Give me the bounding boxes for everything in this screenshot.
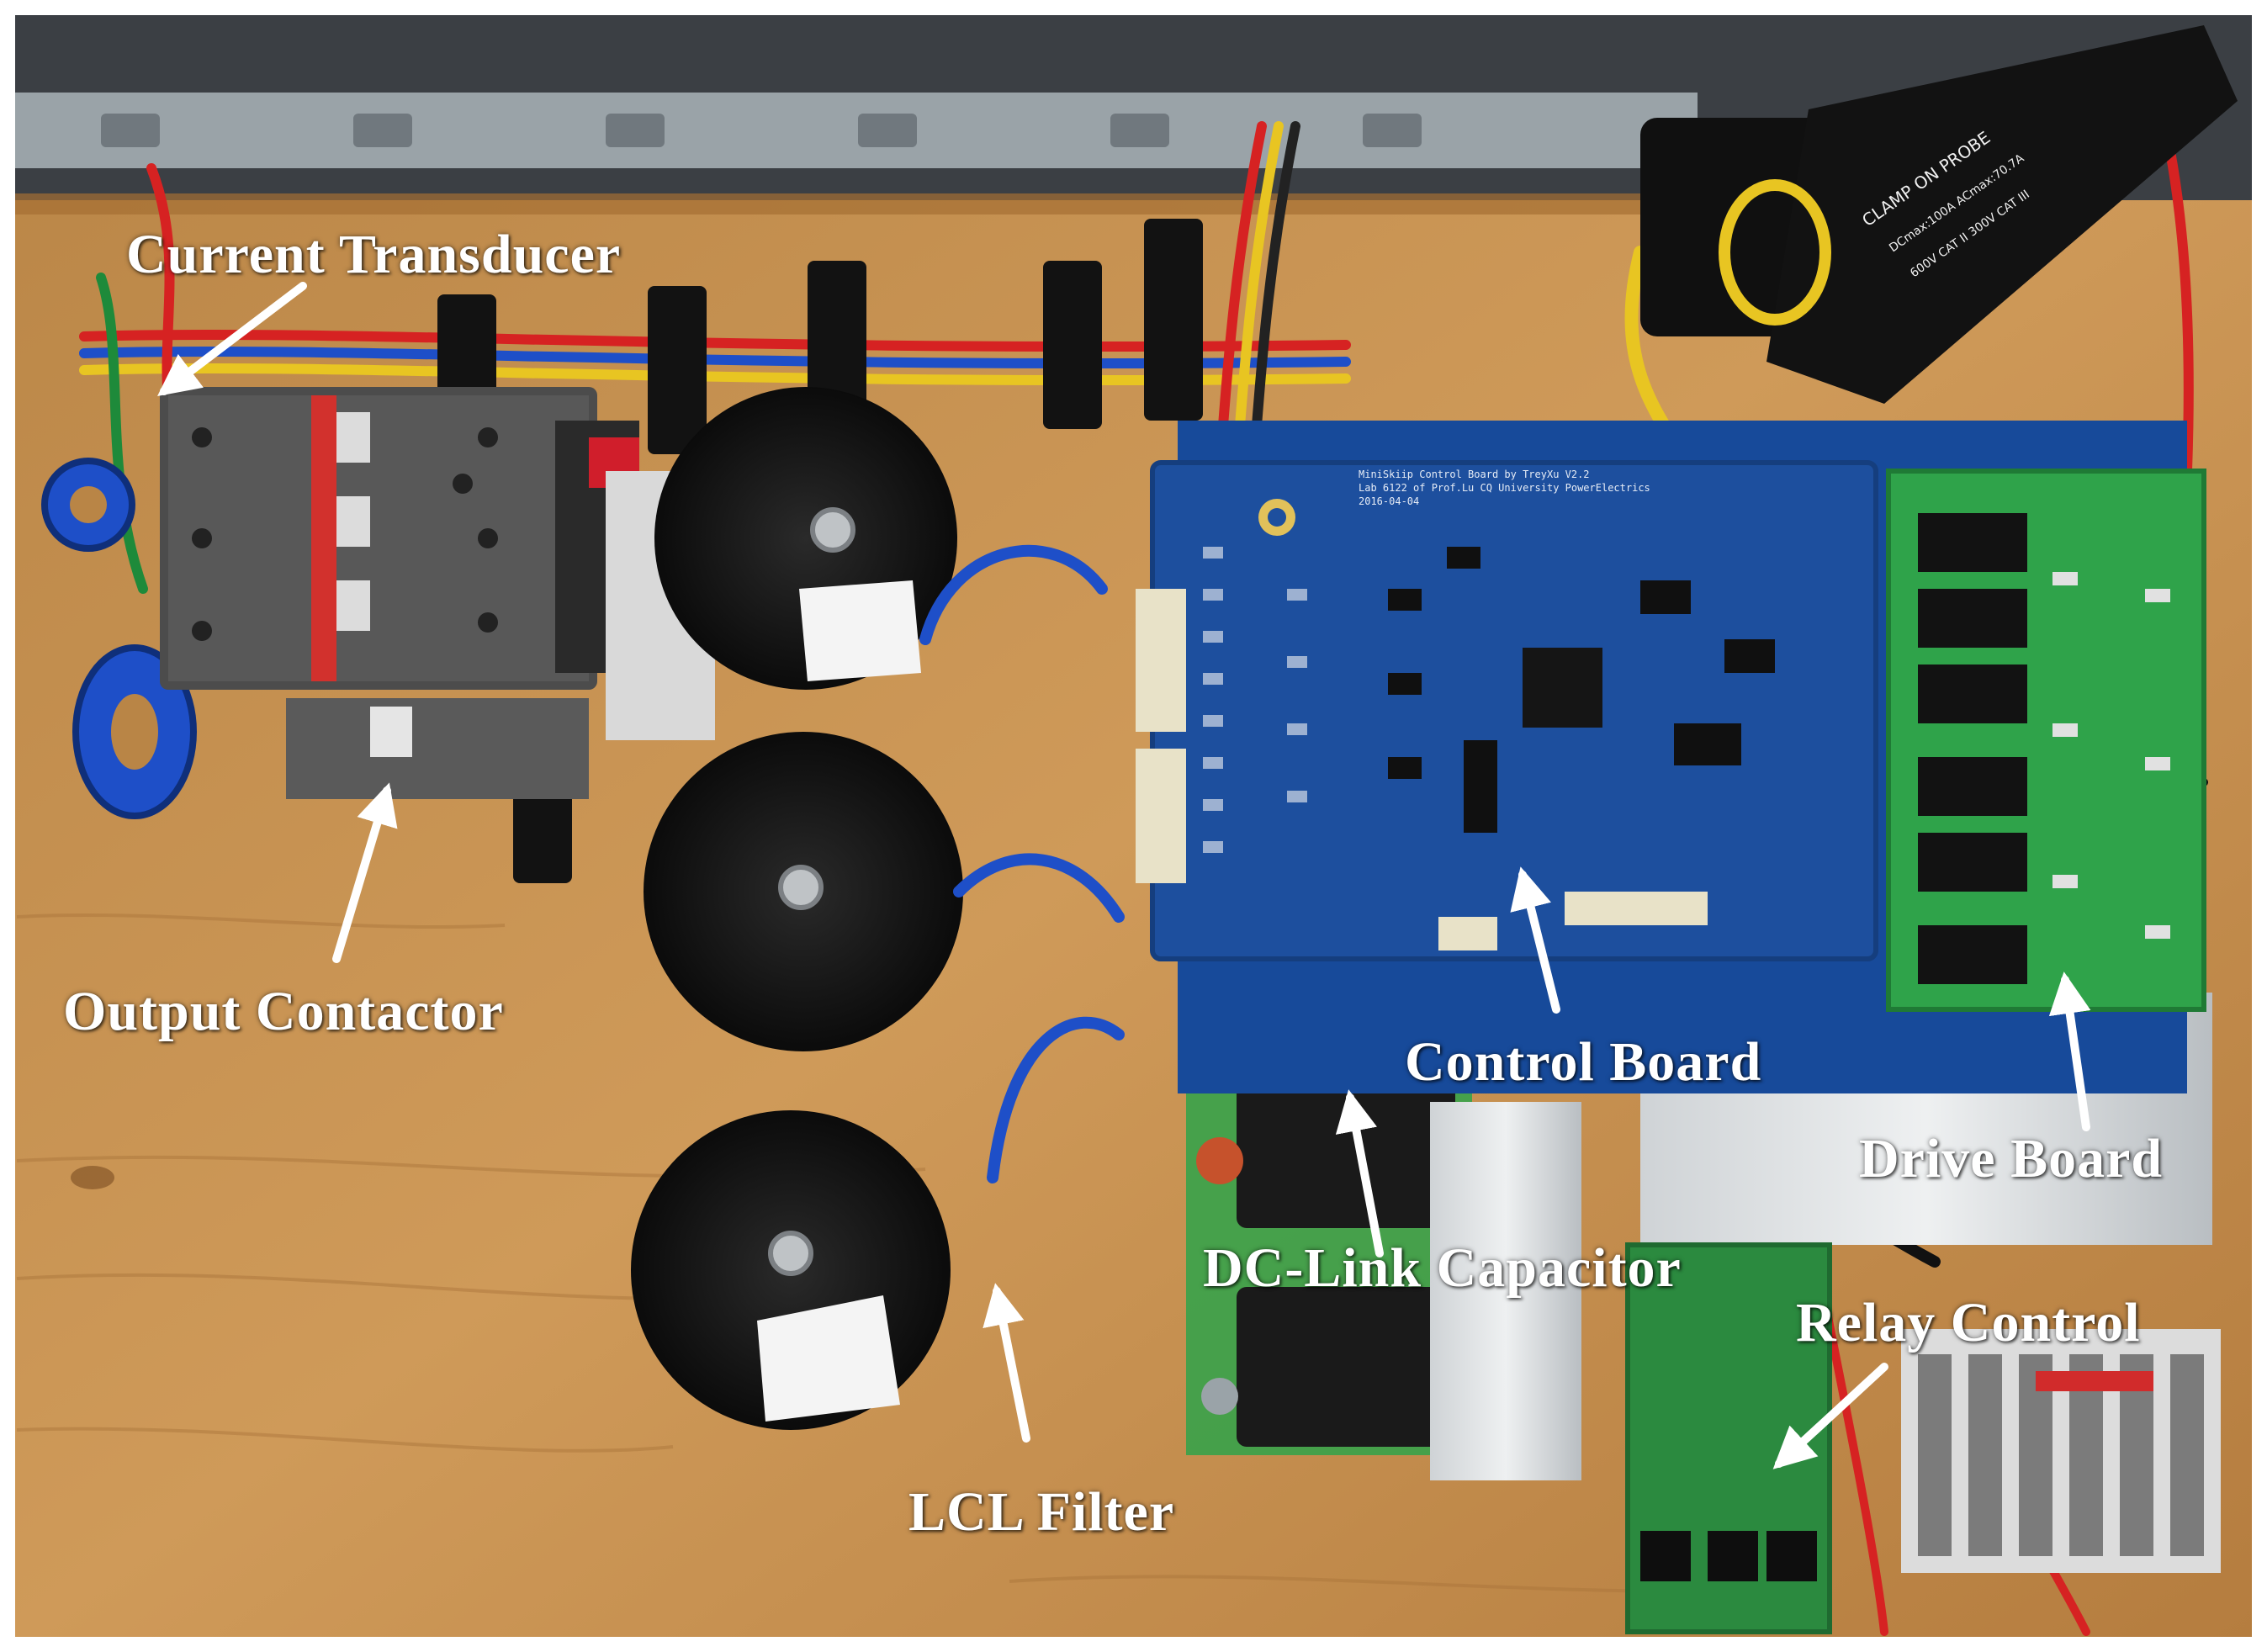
label-current-transducer: Current Transducer [126,224,622,285]
label-drive-board: Drive Board [1859,1128,2164,1189]
drive-board-pcb [1886,469,2206,1012]
wood-knot [71,1166,114,1189]
label-output-contactor: Output Contactor [63,981,504,1042]
cable-ties [437,219,1203,883]
label-relay-control: Relay Control [1796,1292,2141,1353]
clamp-on-probe: CLAMP ON PROBE DCmax:100A ACmax:70.7A 60… [1640,25,2238,404]
current-transducer-sensors [41,458,197,819]
control-board-silkscreen-date: 2016-04-04 [1359,495,1419,507]
control-board-silkscreen-title: MiniSkiip Control Board by TreyXu V2.2 [1359,469,1590,480]
control-board-silkscreen-subtitle: Lab 6122 of Prof.Lu CQ University PowerE… [1359,482,1650,494]
lcl-filter-inductors [631,387,963,1430]
terminal-block [1901,1329,2221,1573]
label-control-board: Control Board [1405,1031,1762,1093]
label-dc-link-capacitor: DC-Link Capacitor [1203,1237,1682,1299]
callout-arrows [157,282,2091,1469]
label-lcl-filter: LCL Filter [908,1481,1175,1543]
